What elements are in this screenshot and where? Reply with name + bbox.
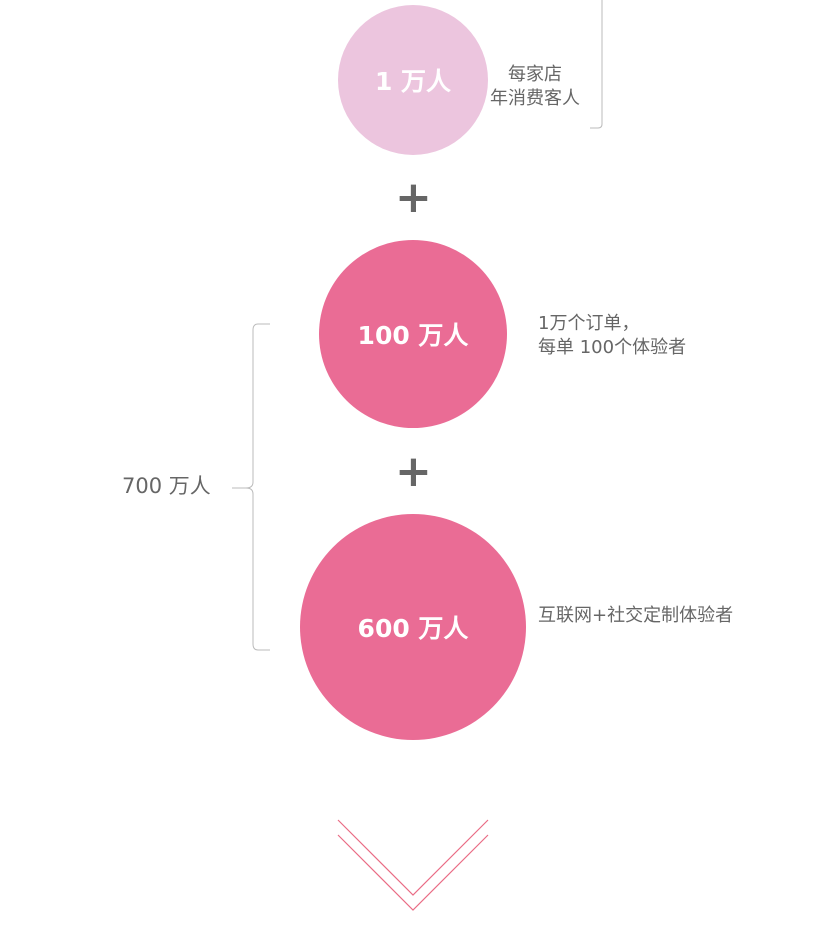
note-line: 1万个订单， — [538, 313, 640, 334]
circle-store-customers: 1 万人 — [338, 5, 488, 155]
circle-value: 100 万人 — [357, 321, 469, 350]
circle-value: 600 万人 — [357, 614, 469, 643]
note-order-experiencers: 1万个订单， 每单 100个体验者 — [538, 312, 686, 360]
note-line: 每家店 — [508, 64, 562, 85]
left-brace — [232, 323, 270, 651]
note-line: 每单 100个体验者 — [538, 337, 687, 358]
plus-sign: + — [395, 446, 432, 497]
circle-internet-experiencers: 600 万人 — [300, 514, 526, 740]
chevron-down-icon — [337, 834, 489, 911]
circle-value: 1 万人 — [374, 67, 452, 96]
circle-order-experiencers: 100 万人 — [319, 240, 507, 428]
note-line: 互联网+社交定制体验者 — [538, 605, 734, 626]
note-internet-experiencers: 互联网+社交定制体验者 — [538, 604, 733, 628]
total-label: 700 万人 — [122, 474, 211, 498]
top-right-bracket — [590, 0, 603, 129]
chevron-down-icon — [337, 819, 489, 896]
plus-sign: + — [395, 172, 432, 223]
note-line: 年消费客人 — [490, 88, 580, 109]
note-store-customers: 每家店 年消费客人 — [490, 63, 580, 111]
